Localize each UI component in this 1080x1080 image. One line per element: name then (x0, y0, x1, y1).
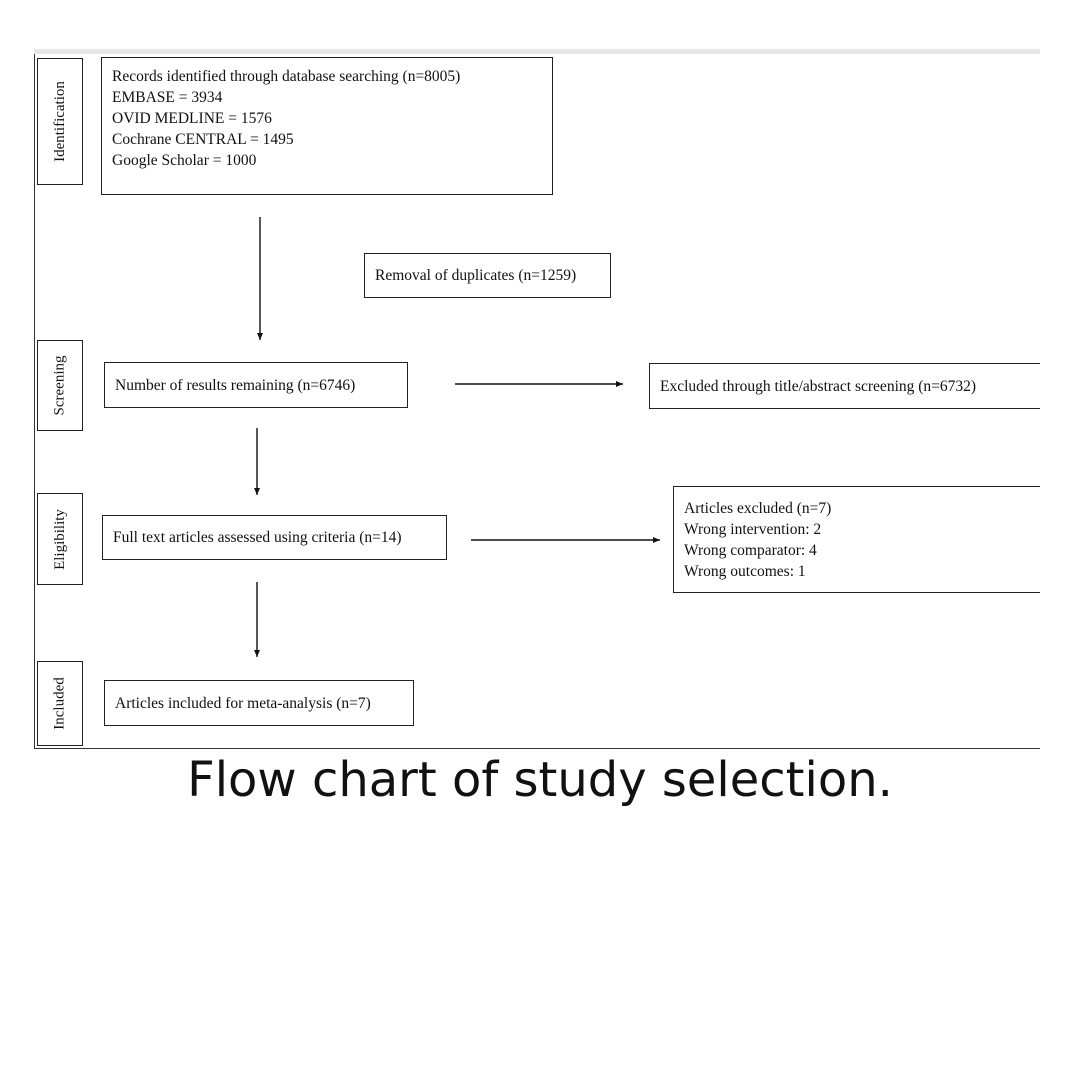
frame-bottom-border (34, 748, 1040, 749)
articles-excluded-box: Articles excluded (n=7) Wrong interventi… (673, 486, 1040, 593)
stage-screening: Screening (37, 340, 83, 431)
figure-caption: Flow chart of study selection. (187, 752, 893, 808)
records-identified-box: Records identified through database sear… (101, 57, 553, 195)
top-border (34, 49, 1040, 54)
source-ovid-medline: OVID MEDLINE = 1576 (112, 110, 272, 127)
duplicates-removed-text: Removal of duplicates (n=1259) (375, 267, 577, 284)
excluded-screening-box: Excluded through title/abstract screenin… (649, 363, 1040, 409)
reason-wrong-outcomes: Wrong outcomes: 1 (684, 563, 806, 580)
stage-included: Included (37, 661, 83, 746)
source-google-scholar: Google Scholar = 1000 (112, 152, 257, 169)
stage-identification: Identification (37, 58, 83, 185)
stage-eligibility: Eligibility (37, 493, 83, 585)
articles-included-box: Articles included for meta-analysis (n=7… (104, 680, 414, 726)
results-remaining-box: Number of results remaining (n=6746) (104, 362, 408, 408)
full-text-assessed-box: Full text articles assessed using criter… (102, 515, 447, 560)
reason-wrong-comparator: Wrong comparator: 4 (684, 542, 817, 559)
source-embase: EMBASE = 3934 (112, 89, 223, 106)
frame-left-border (34, 54, 35, 749)
duplicates-removed-box: Removal of duplicates (n=1259) (364, 253, 611, 298)
source-cochrane-central: Cochrane CENTRAL = 1495 (112, 131, 294, 148)
articles-excluded-heading: Articles excluded (n=7) (684, 500, 832, 517)
full-text-assessed-text: Full text articles assessed using criter… (113, 529, 402, 546)
records-identified-heading: Records identified through database sear… (112, 68, 461, 85)
reason-wrong-intervention: Wrong intervention: 2 (684, 521, 822, 538)
articles-included-text: Articles included for meta-analysis (n=7… (115, 694, 371, 712)
excluded-screening-text: Excluded through title/abstract screenin… (660, 377, 977, 395)
results-remaining-text: Number of results remaining (n=6746) (115, 376, 356, 394)
